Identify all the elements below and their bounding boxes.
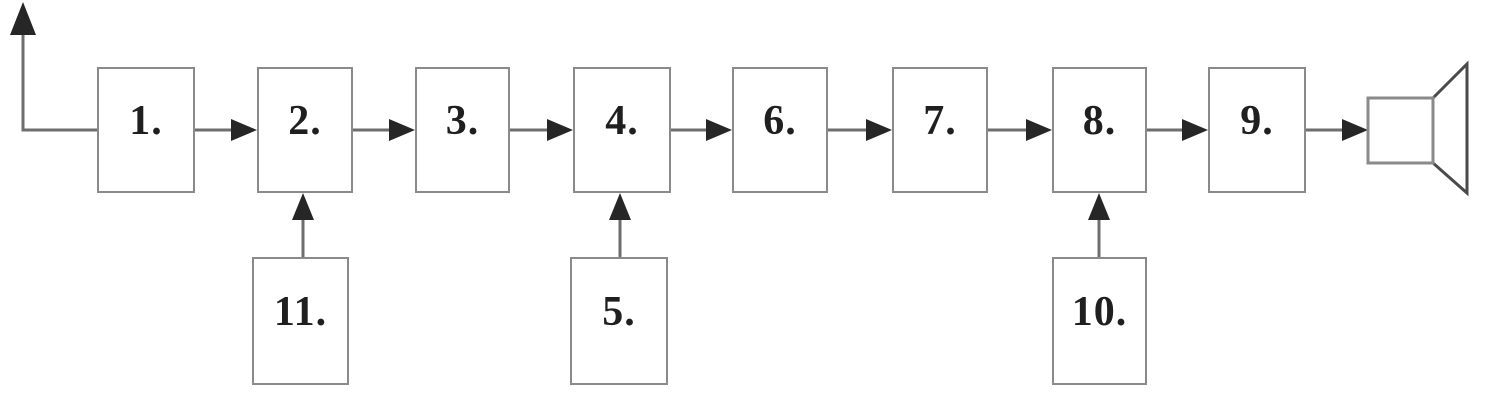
node-box-8: 8.	[1052, 67, 1147, 193]
node-label-6: 6.	[763, 98, 797, 144]
arrow-8-to-9	[1147, 119, 1208, 141]
node-box-7: 7.	[892, 67, 988, 193]
arrow-2-to-3	[353, 119, 415, 141]
node-box-1: 1.	[97, 67, 195, 193]
node-box-5: 5.	[570, 257, 668, 385]
node-box-2: 2.	[257, 67, 353, 193]
arrow-11-to-2	[292, 193, 314, 257]
node-box-10: 10.	[1052, 257, 1147, 385]
arrow-9-to-loudspeaker	[1306, 119, 1368, 141]
node-label-1: 1.	[129, 98, 163, 144]
node-box-11: 11.	[252, 257, 349, 385]
loudspeaker-icon	[1366, 60, 1469, 197]
arrow-4-to-6	[671, 119, 732, 141]
arrow-6-to-7	[828, 119, 892, 141]
node-box-3: 3.	[415, 67, 510, 193]
node-box-4: 4.	[573, 67, 671, 193]
node-label-2: 2.	[288, 98, 322, 144]
arrow-5-to-4	[609, 193, 631, 257]
arrow-10-to-8	[1088, 193, 1110, 257]
node-label-8: 8.	[1082, 98, 1117, 144]
node-label-5: 5.	[602, 289, 636, 335]
arrow-1-to-2	[195, 119, 257, 141]
arrow-3-to-4	[510, 119, 573, 141]
node-label-11: 11.	[273, 289, 328, 335]
arrow-7-to-8	[988, 119, 1052, 141]
node-label-9: 9.	[1240, 98, 1274, 144]
antenna-icon	[10, 2, 97, 132]
node-box-9: 9.	[1208, 67, 1306, 193]
node-label-3: 3.	[445, 98, 480, 144]
node-label-10: 10.	[1071, 289, 1128, 335]
node-label-7: 7.	[923, 98, 957, 144]
node-box-6: 6.	[732, 67, 828, 193]
node-label-4: 4.	[605, 98, 639, 144]
